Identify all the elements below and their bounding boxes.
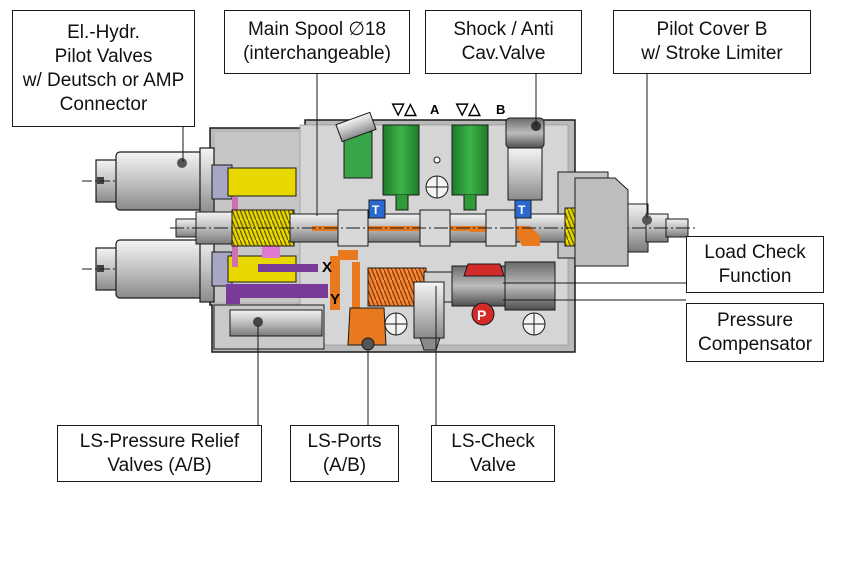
port-x-label: X (322, 259, 332, 276)
compensator-spool (352, 261, 556, 312)
svg-text:A: A (430, 102, 440, 117)
callout-pressure-compensator: Pressure Compensator (686, 303, 824, 362)
callout-ls-ports: LS-Ports (A/B) (290, 425, 399, 482)
callout-shock-valve: Shock / Anti Cav.Valve (425, 10, 582, 74)
callout-main-spool: Main Spool ∅18 (interchangeable) (224, 10, 410, 74)
ls-check-valve (413, 281, 445, 351)
ls-relief-valves (229, 309, 323, 337)
svg-text:T: T (518, 203, 526, 217)
shock-valves (335, 111, 489, 211)
port-a-marker: ▽△ A (391, 101, 440, 118)
port-y-label: Y (330, 291, 340, 308)
pilot-valve-upper (95, 147, 297, 215)
mounting-holes (384, 156, 546, 336)
port-p-marker: P (471, 302, 495, 326)
port-t-marker-right: T (514, 199, 532, 219)
port-t-marker-left: T (368, 199, 386, 219)
pilot-cover-b (574, 177, 652, 267)
svg-text:T: T (372, 203, 380, 217)
callout-ls-relief: LS-Pressure Relief Valves (A/B) (57, 425, 262, 482)
leader-lines (182, 74, 686, 425)
callout-pilot-valves: El.-Hydr. Pilot Valves w/ Deutsch or AMP… (12, 10, 195, 127)
svg-text:▽△: ▽△ (455, 101, 481, 118)
callout-ls-check: LS-Check Valve (431, 425, 555, 482)
svg-text:B: B (496, 102, 505, 117)
ls-ports (330, 250, 387, 351)
svg-text:P: P (477, 307, 486, 323)
callout-pilot-cover: Pilot Cover B w/ Stroke Limiter (613, 10, 811, 74)
callout-load-check: Load Check Function (686, 236, 824, 293)
port-b-marker: ▽△ B (455, 101, 505, 118)
anti-cav-cartridge (505, 117, 545, 201)
svg-text:▽△: ▽△ (391, 101, 417, 118)
